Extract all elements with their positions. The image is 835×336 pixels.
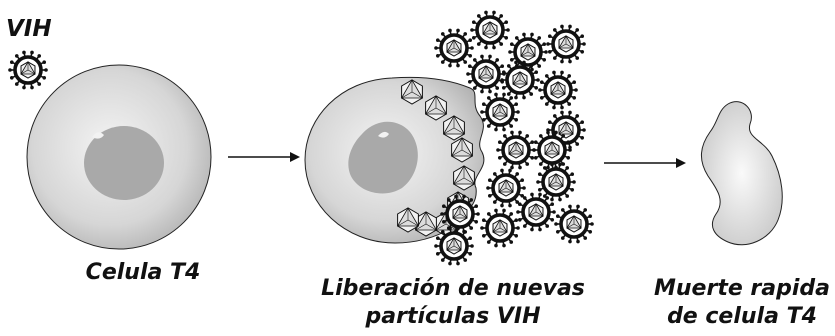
- nucleus: [84, 126, 164, 200]
- budding-capsid-icon: [442, 115, 466, 141]
- hiv-virion-icon: [538, 70, 578, 110]
- released-virions: [434, 10, 594, 266]
- virus-label: VIH: [6, 16, 52, 42]
- hiv-virion-icon: [8, 50, 48, 90]
- hiv-virion-icon: [470, 10, 510, 50]
- budding-virions: [396, 79, 476, 237]
- hiv-virion-icon: [500, 60, 540, 100]
- budding-capsid-icon: [424, 95, 448, 121]
- right-arrow-icon: [228, 152, 300, 162]
- hiv-virion-icon: [536, 162, 576, 202]
- budding-capsid-icon: [450, 137, 474, 163]
- budding-capsid-icon: [452, 165, 476, 191]
- hiv-virion-icon: [480, 92, 520, 132]
- hiv-virion-icon: [486, 168, 526, 208]
- budding-capsid-icon: [400, 79, 424, 105]
- budding-capsid-icon: [414, 211, 438, 237]
- hiv-virion-icon: [532, 130, 572, 170]
- t4-cell: [26, 64, 212, 250]
- hiv-virion-icon: [434, 28, 474, 68]
- stage1-label: Celula T4: [85, 260, 201, 285]
- hiv-virion-icon: [496, 130, 536, 170]
- dead-t4-cell: [701, 101, 783, 246]
- stage3-label-line1: Muerte rapida: [654, 276, 830, 301]
- hiv-virion-icon: [466, 54, 506, 94]
- nucleus: [348, 121, 418, 194]
- hiv-virion-icon: [480, 208, 520, 248]
- hiv-virion-icon: [554, 204, 594, 244]
- stage2-label-line1: Liberación de nuevas: [321, 276, 585, 301]
- stage3-label-line2: de celula T4: [667, 304, 817, 329]
- hiv-virion-icon: [546, 24, 586, 64]
- stage2-label-line2: partículas VIH: [365, 304, 541, 329]
- hiv-virion-icon: [508, 32, 548, 72]
- right-arrow-icon: [604, 158, 686, 168]
- hiv-virion-icon: [434, 226, 474, 266]
- budding-capsid-icon: [396, 207, 420, 233]
- hiv-virion-icon: [516, 192, 556, 232]
